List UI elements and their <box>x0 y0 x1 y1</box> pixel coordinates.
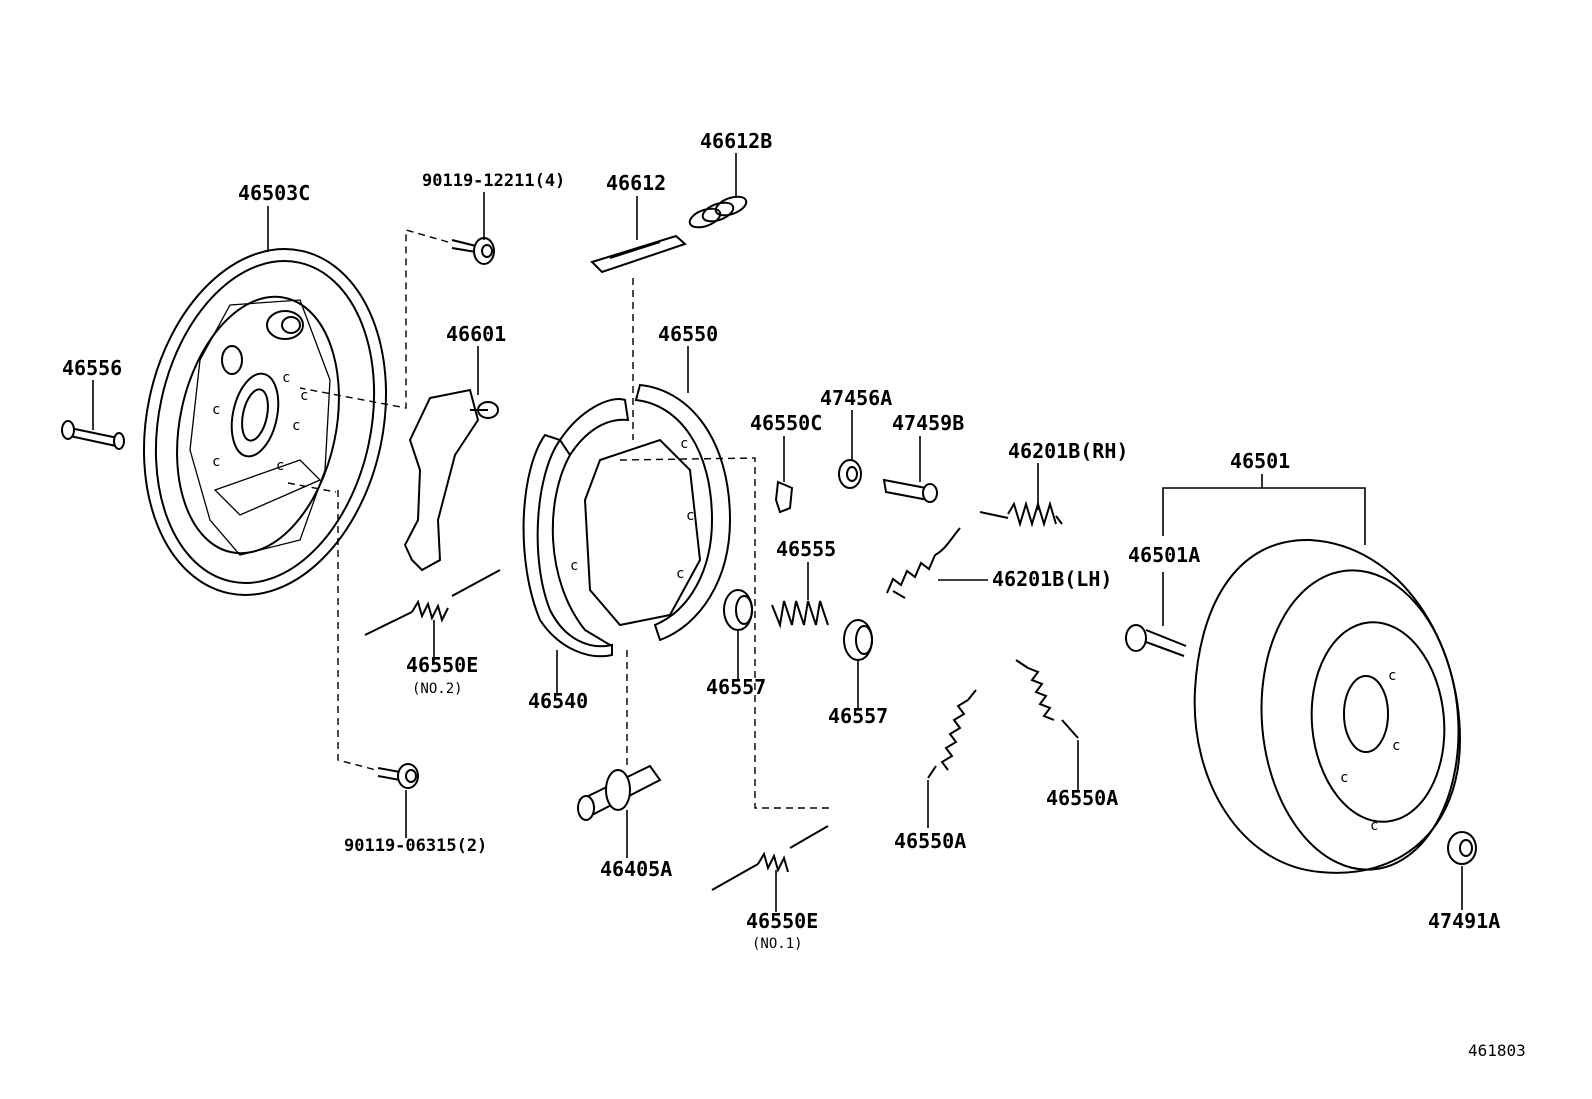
svg-text:c: c <box>212 402 220 418</box>
assembly-dashed-lines <box>287 229 830 809</box>
cap-46557a-part[interactable] <box>723 589 753 631</box>
label-47459b[interactable]: 47459B <box>892 411 964 435</box>
label-46555[interactable]: 46555 <box>776 537 836 561</box>
svg-text:c: c <box>570 558 578 574</box>
bolt-46501a-part[interactable] <box>1125 624 1187 657</box>
label-46405a[interactable]: 46405A <box>600 857 672 881</box>
spring-46550e-no2-part[interactable] <box>364 569 501 636</box>
label-46550a-left[interactable]: 46550A <box>894 829 966 853</box>
diagram-id: 461803 <box>1468 1041 1526 1060</box>
brake-drum-46501-part[interactable]: c c c c <box>1193 538 1471 878</box>
svg-text:c: c <box>1370 818 1378 834</box>
bolt-90119-06315-part[interactable] <box>377 763 419 789</box>
bolt-90119-12211-part[interactable] <box>451 237 495 265</box>
label-90119-12211[interactable]: 90119-12211(4) <box>422 171 565 191</box>
label-46550a-right[interactable]: 46550A <box>1046 786 1118 810</box>
nut-47491a-part[interactable] <box>1447 831 1477 865</box>
brake-shoe-46550-part[interactable]: c c c c <box>570 383 732 642</box>
svg-text:c: c <box>282 370 290 386</box>
label-46557-b[interactable]: 46557 <box>828 704 888 728</box>
label-90119-06315[interactable]: 90119-06315(2) <box>344 836 487 856</box>
label-46540[interactable]: 46540 <box>528 689 588 713</box>
label-46201b-lh[interactable]: 46201B(LH) <box>992 567 1112 591</box>
svg-text:c: c <box>676 566 684 582</box>
spring-46550a-right-part[interactable] <box>1015 659 1079 739</box>
label-46557-a[interactable]: 46557 <box>706 675 766 699</box>
bleeder-47459b-part[interactable] <box>882 478 938 503</box>
washer-47456a-part[interactable] <box>838 459 862 489</box>
label-46556[interactable]: 46556 <box>62 356 122 380</box>
label-47491a[interactable]: 47491A <box>1428 909 1500 933</box>
label-46601[interactable]: 46601 <box>446 322 506 346</box>
svg-text:c: c <box>1392 738 1400 754</box>
svg-text:c: c <box>276 458 284 474</box>
svg-text:c: c <box>680 436 688 452</box>
label-46503c[interactable]: 46503C <box>238 181 310 205</box>
svg-text:c: c <box>300 388 308 404</box>
label-46550e-no2-sub: (NO.2) <box>412 681 463 697</box>
spring-46612b-part[interactable] <box>687 193 749 231</box>
part-labels: 46503C 90119-12211(4) 46612 46612B 46556… <box>62 129 1526 1060</box>
label-46501[interactable]: 46501 <box>1230 449 1290 473</box>
leader-lines <box>92 153 1463 912</box>
bolt-46556-part[interactable] <box>61 420 125 450</box>
label-46201b-rh[interactable]: 46201B(RH) <box>1008 439 1128 463</box>
label-46550c[interactable]: 46550C <box>750 411 822 435</box>
label-47456a[interactable]: 47456A <box>820 386 892 410</box>
clip-46550c-part[interactable] <box>774 480 794 514</box>
parking-lever-46601-part[interactable] <box>403 388 499 572</box>
label-46550e-no1-sub: (NO.1) <box>752 936 803 952</box>
svg-text:c: c <box>212 454 220 470</box>
spring-46550a-left-part[interactable] <box>927 689 977 779</box>
label-46612b[interactable]: 46612B <box>700 129 772 153</box>
svg-text:c: c <box>1340 770 1348 786</box>
brake-shoe-46540-part[interactable] <box>522 398 630 658</box>
backing-plate-part[interactable]: c c c c c c <box>113 226 417 617</box>
label-46612[interactable]: 46612 <box>606 171 666 195</box>
adjuster-46405a-part[interactable] <box>577 764 662 821</box>
svg-text:c: c <box>292 418 300 434</box>
label-46550e-no2[interactable]: 46550E <box>406 653 478 677</box>
spring-46550e-no1-part[interactable] <box>711 825 829 891</box>
spring-46201b-lh-part[interactable] <box>886 527 961 599</box>
strut-46612-part[interactable] <box>590 234 687 274</box>
label-46550[interactable]: 46550 <box>658 322 718 346</box>
svg-text:c: c <box>686 508 694 524</box>
spring-46555-part[interactable] <box>771 600 829 629</box>
label-46550e-no1[interactable]: 46550E <box>746 909 818 933</box>
cap-46557b-part[interactable] <box>843 619 873 661</box>
svg-text:c: c <box>1388 668 1396 684</box>
spring-46201b-rh-part[interactable] <box>979 500 1063 528</box>
label-46501a[interactable]: 46501A <box>1128 543 1200 567</box>
